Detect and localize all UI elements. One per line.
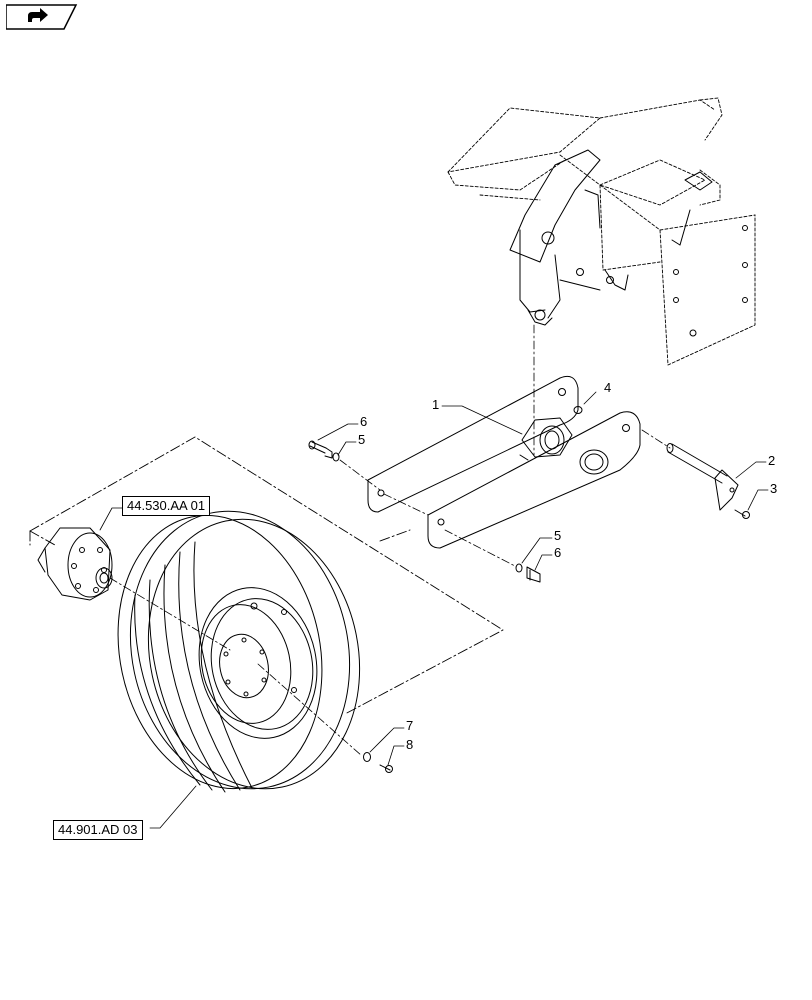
callout-6-lower: 6 (554, 545, 562, 560)
callout-2: 2 (768, 453, 776, 468)
hub-reference-link[interactable]: 44.530.AA 01 (122, 496, 211, 516)
pivot-block (519, 417, 573, 461)
nut-part-4 (573, 406, 583, 414)
return-button[interactable] (5, 4, 78, 30)
arm-part-2 (427, 411, 641, 549)
bolt-part-3 (734, 509, 750, 519)
callout-7: 7 (406, 718, 414, 733)
callout-8: 8 (406, 737, 414, 752)
callout-5-upper: 5 (358, 432, 366, 447)
callout-4: 4 (604, 380, 612, 395)
callout-3: 3 (770, 481, 778, 496)
hub-assembly (37, 527, 113, 601)
callout-6-upper: 6 (360, 414, 368, 429)
tire-wheel (117, 510, 361, 793)
pin-part-2 (666, 443, 739, 511)
tire-reference-link[interactable]: 44.901.AD 03 (53, 820, 143, 840)
chassis-frame (447, 97, 756, 366)
bolt-washer-lower (515, 563, 541, 583)
callout-1: 1 (432, 397, 440, 412)
return-arrow-icon (5, 4, 78, 30)
chassis-bracket (509, 149, 748, 337)
washer-bolt-7-8 (363, 752, 393, 773)
bolt-washer-upper (308, 440, 340, 462)
callout-5-lower: 5 (554, 528, 562, 543)
arm-part-1 (367, 375, 579, 513)
